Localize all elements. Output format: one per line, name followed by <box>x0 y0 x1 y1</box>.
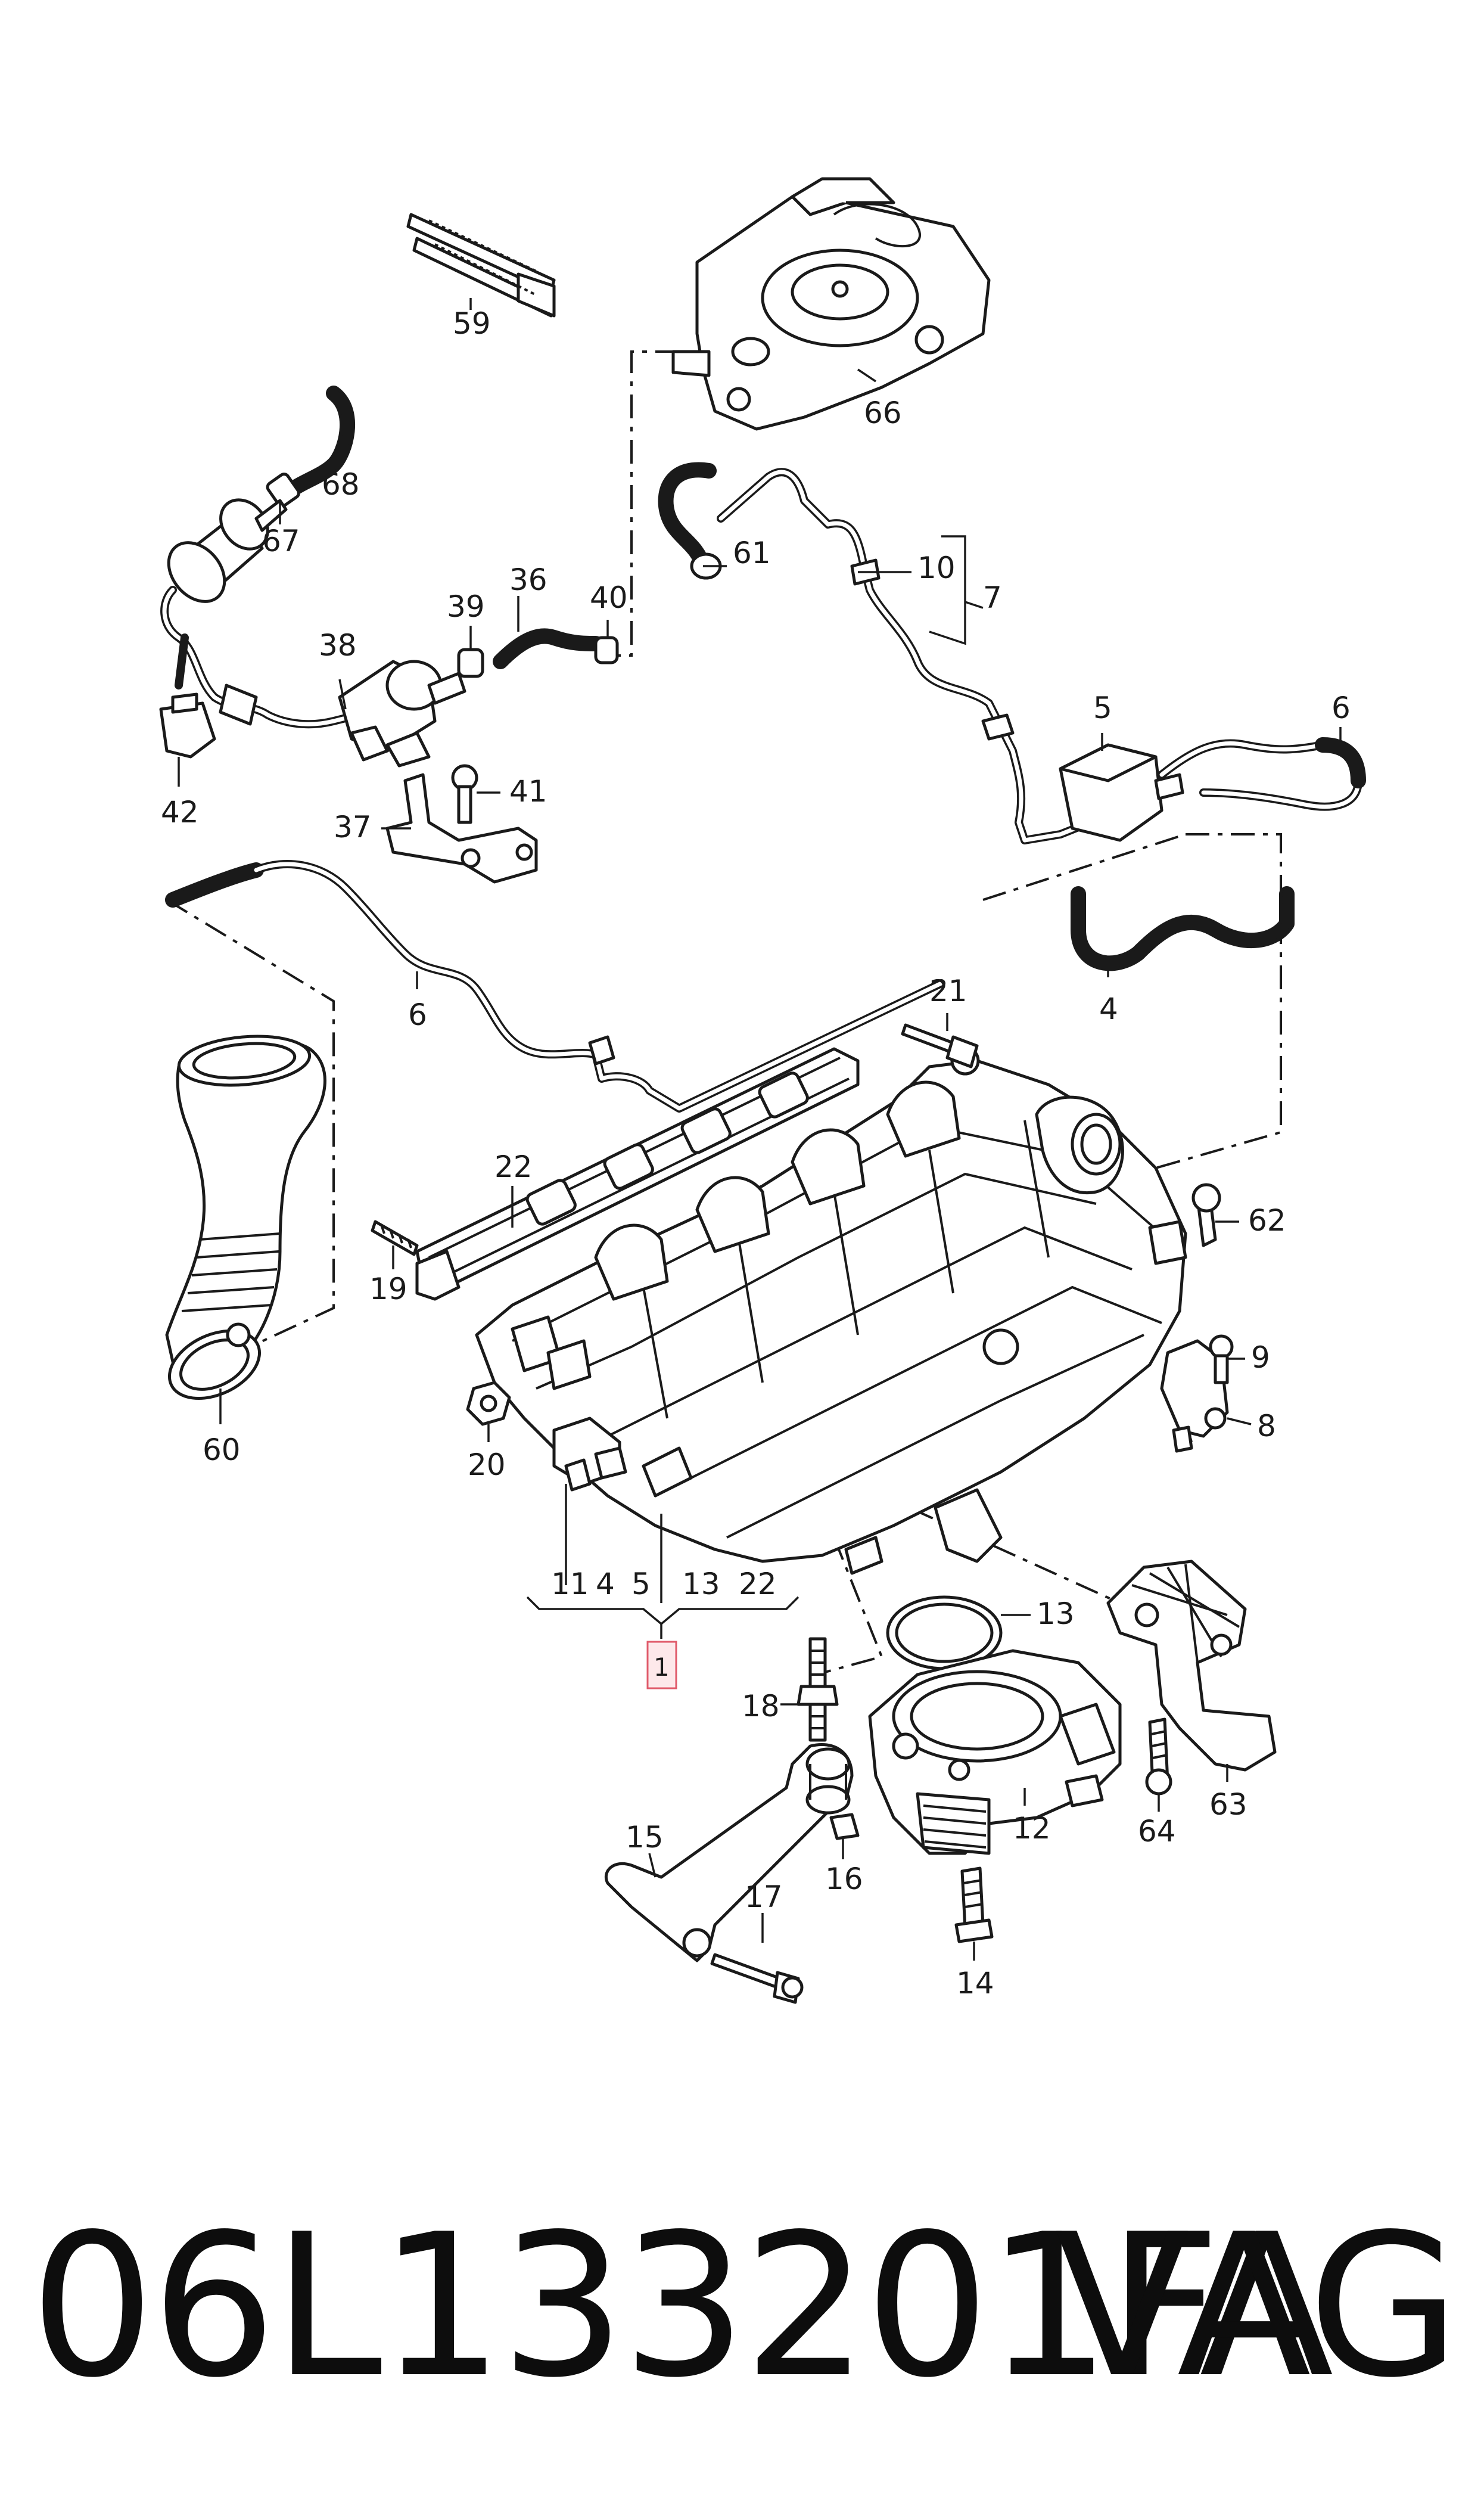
label-6-upper: 6 <box>1331 691 1351 725</box>
hose-36 <box>493 628 603 669</box>
label-15: 15 <box>626 1820 664 1855</box>
label-64: 64 <box>1138 1814 1176 1849</box>
vacuum-hose-68 <box>278 386 355 502</box>
bracket-63 <box>1106 1560 1277 1772</box>
label-5: 5 <box>1093 691 1112 725</box>
label-group-22: 22 <box>739 1567 777 1601</box>
gasket-22 <box>415 1047 860 1301</box>
label-6-lower: 6 <box>408 998 427 1032</box>
vacuum-line-to-38 <box>160 586 362 729</box>
label-62: 62 <box>1248 1203 1286 1238</box>
label-41: 41 <box>509 774 547 809</box>
label-68: 68 <box>322 467 360 502</box>
vacuum-line-6-lower <box>165 860 945 1113</box>
leader-lines <box>178 298 1342 1961</box>
screw-21 <box>901 1023 979 1069</box>
bracket-15 <box>604 1743 854 1962</box>
label-17: 17 <box>745 1880 783 1914</box>
label-21: 21 <box>929 974 967 1008</box>
label-16: 16 <box>825 1862 863 1896</box>
stud-19 <box>371 1220 419 1256</box>
label-22: 22 <box>494 1150 533 1184</box>
label-20: 20 <box>468 1448 506 1482</box>
label-1-highlight-box <box>646 1641 677 1689</box>
screw-14 <box>954 1866 994 1943</box>
hose-clamp-67 <box>266 473 300 508</box>
label-37: 37 <box>334 810 372 844</box>
label-10: 10 <box>917 551 956 585</box>
cable-tie-59 <box>406 213 556 318</box>
screw-41 <box>451 764 478 824</box>
label-60: 60 <box>203 1433 241 1467</box>
part-number: 06L133201FA <box>30 2192 1334 2421</box>
exploded-parts-diagram: 59 66 68 67 61 10 7 36 39 40 38 42 41 37… <box>159 177 1366 2004</box>
label-group-4: 4 <box>596 1567 615 1601</box>
label-67: 67 <box>262 524 300 558</box>
label-39: 39 <box>447 589 485 624</box>
label-group-5: 5 <box>631 1567 651 1601</box>
sensor-11 <box>552 1417 627 1492</box>
breather-line-7 <box>717 468 1094 844</box>
intake-manifold-1 <box>475 1046 1187 1575</box>
non-return-valve <box>167 498 288 603</box>
screw-9 <box>1209 1334 1234 1384</box>
label-12: 12 <box>1013 1811 1051 1846</box>
oil-separator-66 <box>671 177 991 431</box>
brand-name: VAG <box>1054 2192 1460 2421</box>
hose-clamp-39 <box>457 648 484 678</box>
label-36: 36 <box>509 563 547 597</box>
vacuum-line-6-upper <box>1158 737 1366 811</box>
label-59: 59 <box>453 306 491 341</box>
label-7: 7 <box>983 580 1002 615</box>
label-13: 13 <box>1037 1596 1075 1631</box>
hose-clamp-40 <box>594 636 619 664</box>
callout-labels: 59 66 68 67 61 10 7 36 39 40 38 42 41 37… <box>161 306 1351 2001</box>
o-ring-13 <box>886 1595 1003 1670</box>
label-40: 40 <box>590 580 628 615</box>
label-14: 14 <box>956 1966 994 2001</box>
solenoid-valve-38 <box>338 660 466 768</box>
nut-20 <box>466 1381 511 1426</box>
intake-hose-60 <box>165 1035 326 1400</box>
hose-61 <box>658 462 722 580</box>
stud-18 <box>797 1637 839 1742</box>
label-61: 61 <box>733 536 771 570</box>
label-group-13: 13 <box>682 1567 720 1601</box>
bracket-7 <box>929 535 984 645</box>
label-19: 19 <box>369 1272 407 1306</box>
sensor-8 <box>1160 1339 1229 1453</box>
pressure-valve-5 <box>1059 743 1184 842</box>
footer: 06L133201FA VAG <box>0 2181 1484 2431</box>
screw-64 <box>1145 1717 1172 1796</box>
label-42: 42 <box>161 795 199 830</box>
bolt-17 <box>710 1953 804 2004</box>
label-9: 9 <box>1251 1340 1270 1375</box>
nut-16 <box>829 1813 860 1840</box>
connector-42 <box>159 692 216 759</box>
throttle-body-12 <box>868 1649 1122 1855</box>
hose-4 <box>1071 886 1295 971</box>
label-18: 18 <box>742 1689 780 1723</box>
screw-62 <box>1191 1183 1221 1247</box>
label-63: 63 <box>1209 1787 1247 1822</box>
label-4: 4 <box>1099 992 1118 1026</box>
label-38: 38 <box>319 628 357 663</box>
label-group-11: 11 <box>551 1567 589 1601</box>
label-8: 8 <box>1257 1409 1276 1443</box>
label-66: 66 <box>864 396 902 430</box>
label-1: 1 <box>654 1653 670 1682</box>
